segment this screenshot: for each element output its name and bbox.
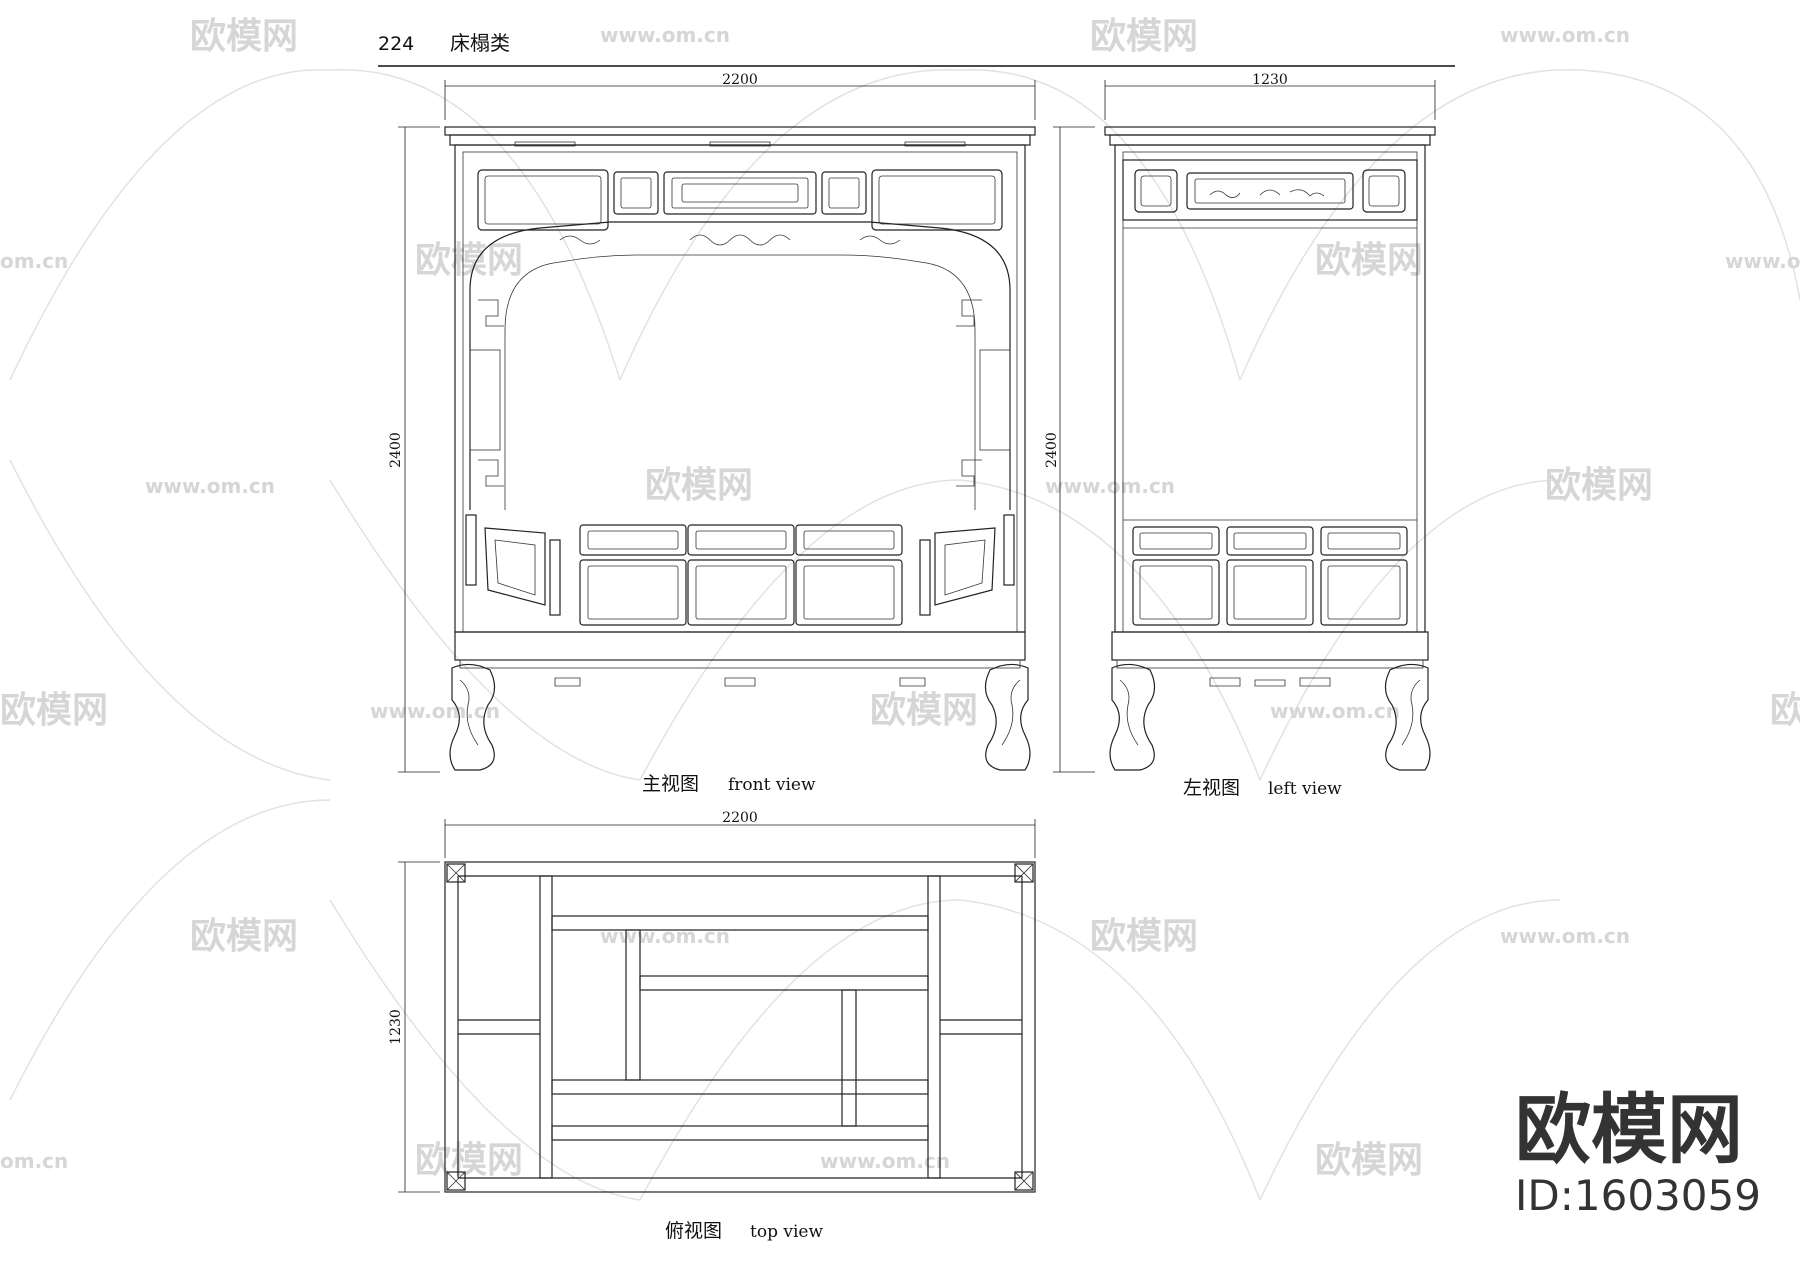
top-caption-en: top view xyxy=(750,1222,823,1242)
front-caption-cn: 主视图 xyxy=(642,773,699,795)
brand-logo-text: 欧模网 xyxy=(1515,1085,1743,1174)
front-view: 2200 2400 xyxy=(388,72,1036,795)
watermark-domain: www.om.cn xyxy=(1500,924,1630,948)
watermark-domain: www.om.cn xyxy=(1270,699,1400,723)
category-title: 床榻类 xyxy=(450,31,510,55)
watermark-brand: 欧模网 xyxy=(645,465,753,506)
watermark-domain: www.om.cn xyxy=(145,474,275,498)
front-height-dimension: 2400 xyxy=(388,126,440,773)
watermark-domain: www.om.cn xyxy=(1045,474,1175,498)
watermark-brand: 欧模网 xyxy=(190,16,298,57)
front-width-dimension: 2200 xyxy=(444,72,1036,120)
watermark-brand: 欧模网 xyxy=(415,1140,523,1181)
watermark-domain: om.cn xyxy=(0,1149,68,1173)
watermark-domain: www.om.cn xyxy=(820,1149,950,1173)
watermark-brand: 欧模网 xyxy=(0,690,108,731)
left-width-label: 1230 xyxy=(1252,72,1288,88)
watermark-domain: www.om.cn xyxy=(370,699,500,723)
left-caption-en: left view xyxy=(1268,779,1342,799)
page-number: 224 xyxy=(378,33,414,55)
left-view: 1230 2400 xyxy=(1044,72,1436,799)
watermark-domain: www.om.cn xyxy=(1725,249,1800,273)
top-height-dimension: 1230 xyxy=(388,861,440,1193)
top-view: 2200 1230 俯视图 xyxy=(388,810,1036,1242)
top-width-dimension: 2200 xyxy=(444,810,1036,858)
brand-stamp: 欧模网 ID:1603059 xyxy=(1515,1085,1761,1220)
watermark-brand: 欧模网 xyxy=(1545,465,1653,506)
left-height-label: 2400 xyxy=(1044,432,1060,468)
left-caption-cn: 左视图 xyxy=(1183,777,1240,799)
watermark-brand: 欧模网 xyxy=(1090,16,1198,57)
watermark-brand: 欧模网 xyxy=(415,240,523,281)
top-height-label: 1230 xyxy=(388,1009,404,1045)
watermark-domain: www.om.cn xyxy=(600,23,730,47)
front-caption-en: front view xyxy=(728,775,816,795)
watermark-domain: om.cn xyxy=(0,249,68,273)
left-height-dimension: 2400 xyxy=(1044,126,1095,773)
front-height-label: 2400 xyxy=(388,432,404,468)
watermark-brand: 欧模网 xyxy=(1315,1140,1423,1181)
watermark-brand: 欧模网 xyxy=(1315,240,1423,281)
page-header: 224 床榻类 xyxy=(378,31,1455,67)
watermark-pattern: 欧模网 www.om.cn 欧模网 www.om.cn om.cn 欧模网 欧模… xyxy=(0,16,1800,1201)
watermark-brand: 欧模网 xyxy=(190,916,298,957)
top-caption-cn: 俯视图 xyxy=(665,1220,722,1242)
model-id-label: ID:1603059 xyxy=(1515,1171,1761,1220)
top-width-label: 2200 xyxy=(722,810,758,826)
front-width-label: 2200 xyxy=(722,72,758,88)
watermark-brand: 欧模网 xyxy=(870,690,978,731)
watermark-brand: 欧模网 xyxy=(1090,916,1198,957)
watermark-brand: 欧模网 xyxy=(1770,690,1800,731)
watermark-domain: www.om.cn xyxy=(1500,23,1630,47)
left-width-dimension: 1230 xyxy=(1104,72,1436,120)
watermark-domain: www.om.cn xyxy=(600,924,730,948)
